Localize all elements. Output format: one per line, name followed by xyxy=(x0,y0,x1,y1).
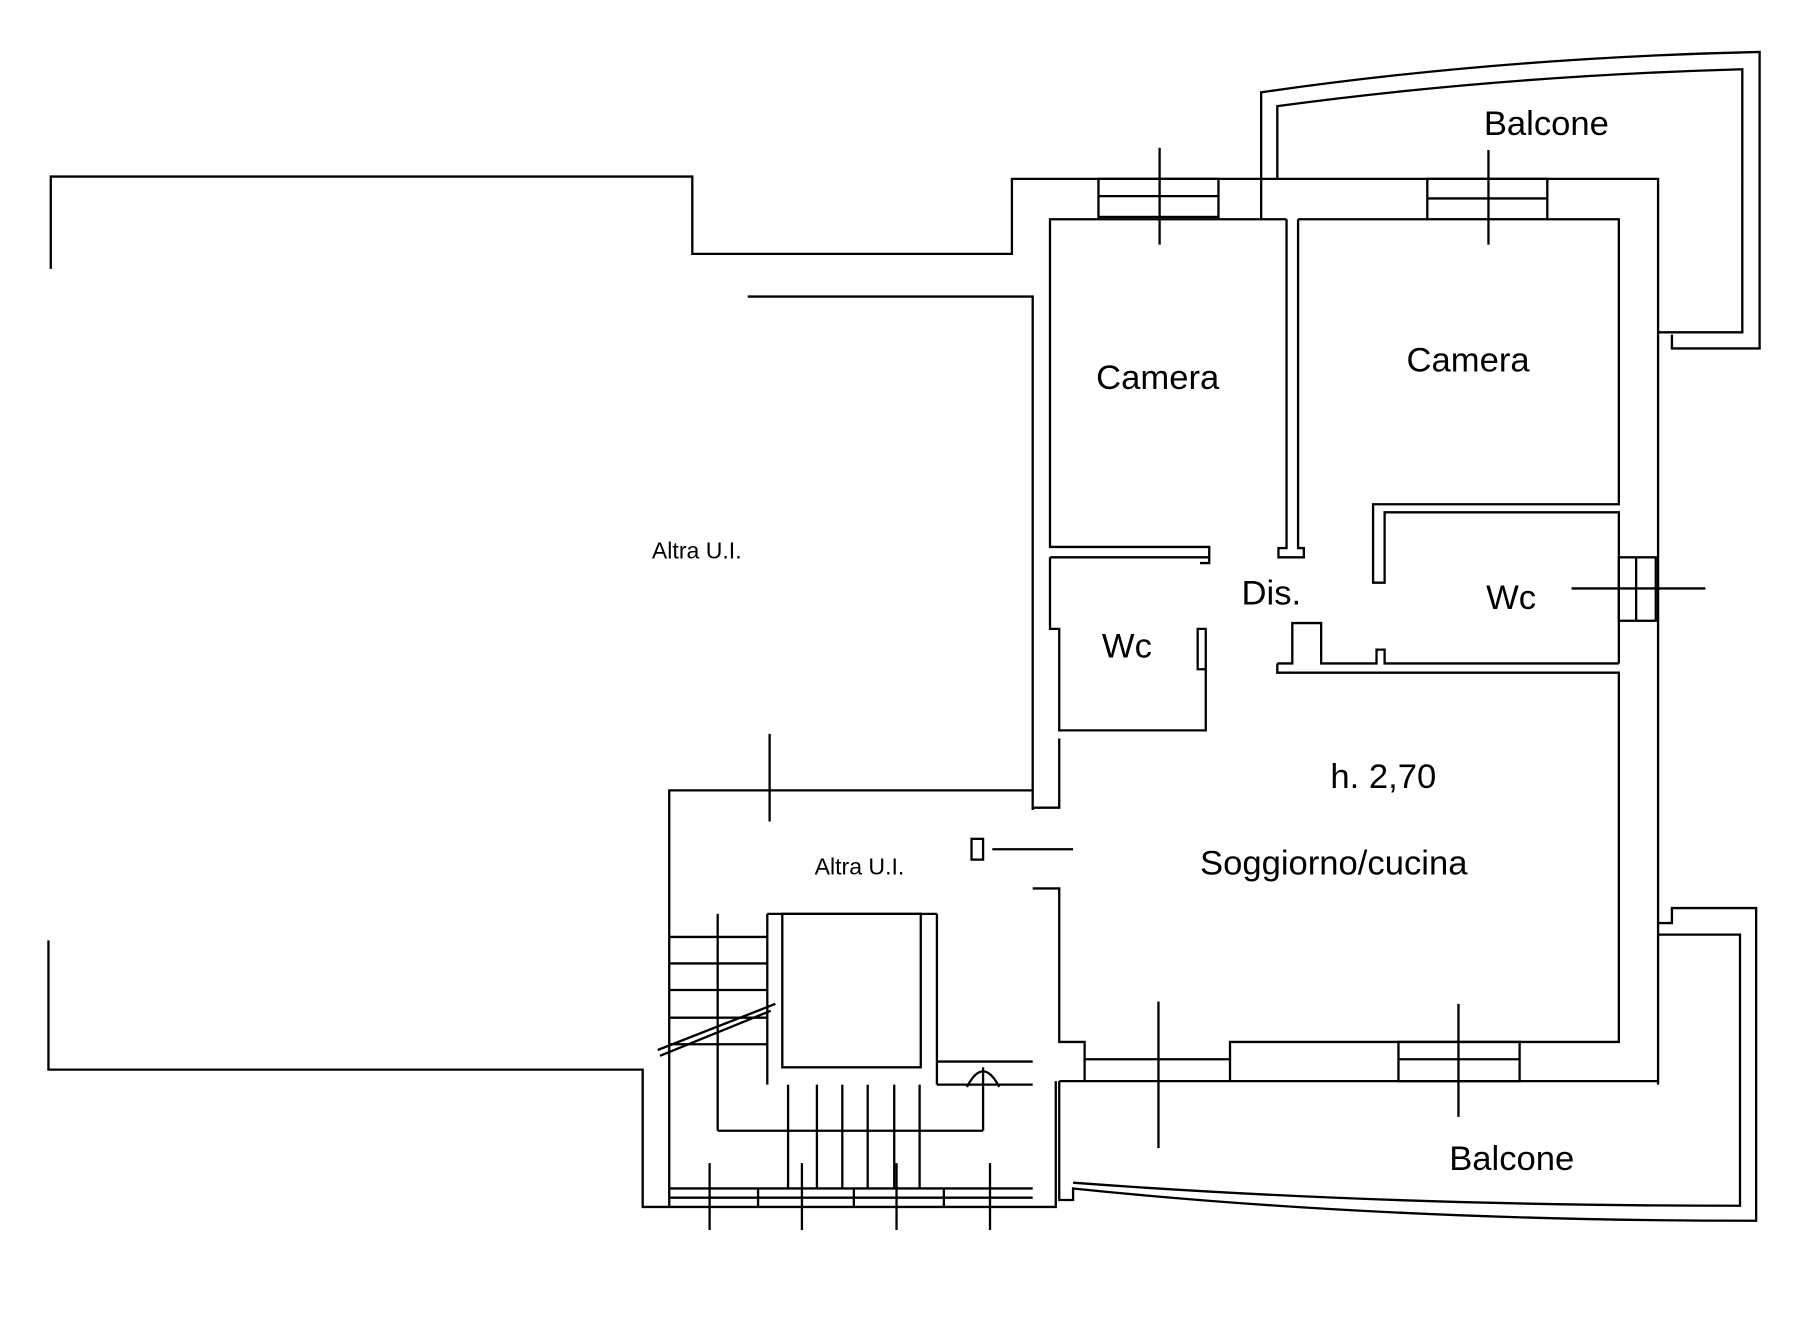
label-wc-2: Wc xyxy=(1486,579,1536,617)
label-dis: Dis. xyxy=(1242,575,1302,613)
label-camera-1: Camera xyxy=(1096,359,1220,397)
label-camera-2: Camera xyxy=(1407,342,1531,380)
room-labels: Balcone Camera Camera Altra U.I. Altra U… xyxy=(652,105,1609,1178)
label-balcone-top: Balcone xyxy=(1484,105,1609,143)
walls xyxy=(47,50,1761,1230)
label-soggiorno: Soggiorno/cucina xyxy=(1200,845,1468,883)
label-altra-ui-2: Altra U.I. xyxy=(815,854,905,880)
label-height: h. 2,70 xyxy=(1330,758,1436,796)
label-altra-ui-1: Altra U.I. xyxy=(652,537,742,563)
label-wc-1: Wc xyxy=(1102,628,1152,666)
label-balcone-bottom: Balcone xyxy=(1449,1140,1574,1178)
